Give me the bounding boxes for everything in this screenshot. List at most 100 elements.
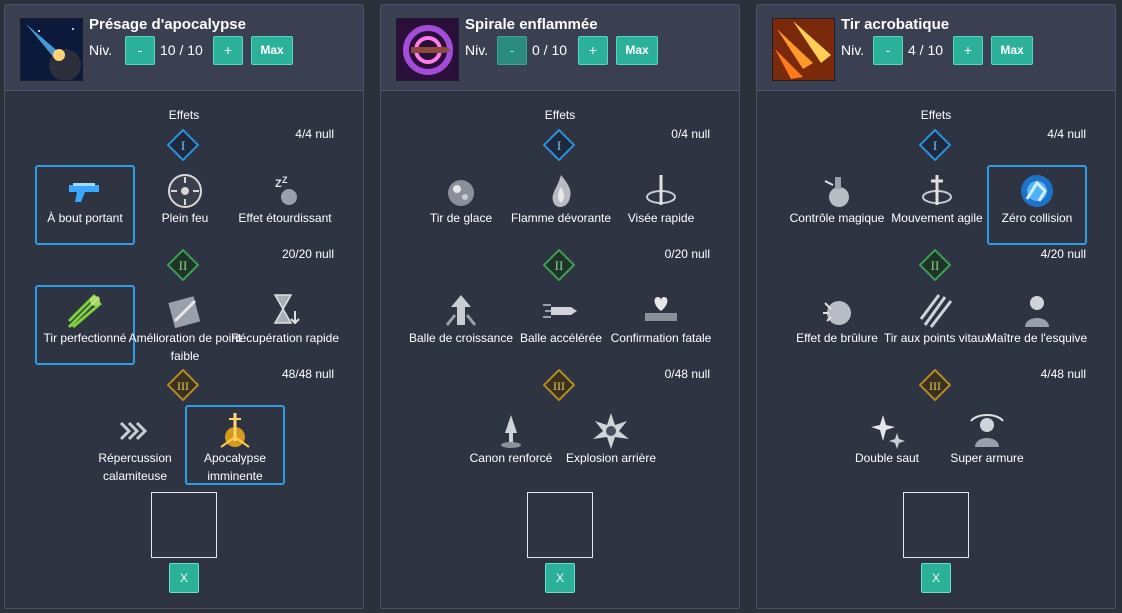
explosion-icon (593, 413, 629, 449)
svg-text:I: I (557, 138, 561, 153)
tripod-label: Visée rapide (627, 211, 695, 225)
rune-slot[interactable] (527, 492, 593, 558)
tripod-flamme-devorante[interactable]: Flamme dévorante (511, 165, 611, 245)
tripod-maitre-de-l-esquive[interactable]: Maître de l'esquive (987, 285, 1087, 365)
tier-2-badge-icon: II (919, 249, 951, 281)
level-max-button[interactable]: Max (251, 36, 293, 65)
fast-bullet-icon (543, 304, 577, 318)
tripod-effet-de-brulure[interactable]: Effet de brûlure (787, 285, 887, 365)
tripod-label: Plein feu (161, 211, 209, 225)
level-label: Niv. (89, 42, 113, 58)
tripod-label: Zéro collision (1001, 211, 1073, 225)
level-increase-button[interactable]: + (213, 36, 243, 65)
tier-1-count: 4/4 null (1047, 127, 1086, 141)
tripod-tir-aux-points-vitaux[interactable]: Tir aux points vitaux (884, 285, 990, 365)
tripod-label: Confirmation fatale (610, 331, 712, 345)
level-increase-button[interactable]: + (578, 36, 608, 65)
tripod-label: Récupération rapide (230, 331, 340, 345)
skill-header: Spirale enflammée Niv. - 0 / 10 + Max (381, 5, 739, 91)
tier-2-count: 0/20 null (664, 247, 710, 261)
reinforced-cannon-icon (501, 415, 521, 448)
tripod-recuperation-rapide[interactable]: Récupération rapide (231, 285, 339, 365)
level-decrease-button[interactable]: - (125, 36, 155, 65)
level-decrease-button[interactable]: - (873, 36, 903, 65)
tripod-apocalypse-imminente[interactable]: Apocalypse imminente (185, 405, 285, 485)
tripod-balle-acceleree[interactable]: Balle accélérée (511, 285, 611, 365)
level-label: Niv. (841, 42, 865, 58)
potion-icon (824, 177, 849, 207)
skill-icon-meteor (20, 18, 83, 81)
tier-2-badge-icon: II (543, 249, 575, 281)
heart-gun-icon (645, 297, 677, 321)
tripod-label: Effet de brûlure (796, 331, 878, 345)
clear-button[interactable]: X (169, 563, 199, 593)
skill-title: Tir acrobatique (841, 16, 950, 33)
tripod-a-bout-portant[interactable]: À bout portant (35, 165, 135, 245)
tripod-label: Double saut (854, 451, 920, 465)
tripod-label: Répercussion calamiteuse (98, 451, 172, 483)
tripod-explosion-arriere[interactable]: Explosion arrière (561, 405, 661, 485)
tripod-super-armure[interactable]: Super armure (937, 405, 1037, 485)
super-armor-icon (970, 414, 1004, 447)
tripod-label: Apocalypse imminente (203, 451, 267, 483)
sparkle-icon (871, 415, 905, 449)
skill-panel-tir-acrobatique: Tir acrobatique Niv. - 4 / 10 + Max Effe… (756, 4, 1116, 609)
skill-icon-fire-shot (772, 18, 835, 81)
tripod-label: Amélioration de point faible (128, 331, 242, 363)
effects-label: Effets (920, 108, 952, 122)
tripod-double-saut[interactable]: Double saut (837, 405, 937, 485)
tier-3-badge-icon: III (167, 369, 199, 401)
stun-icon: Z Z (275, 175, 297, 205)
ice-shot-icon (448, 180, 474, 206)
tripod-amelioration-point-faible[interactable]: Amélioration de point faible (129, 285, 241, 365)
level-decrease-button[interactable]: - (497, 36, 527, 65)
tripod-label: Effet étourdissant (238, 211, 332, 225)
tripod-label: Contrôle magique (789, 211, 885, 225)
skill-header: Tir acrobatique Niv. - 4 / 10 + Max (757, 5, 1115, 91)
tripod-repercussion-calamiteuse[interactable]: Répercussion calamiteuse (85, 405, 185, 485)
level-max-button[interactable]: Max (616, 36, 658, 65)
tripod-visee-rapide[interactable]: Visée rapide (611, 165, 711, 245)
crosshair-icon (168, 174, 202, 208)
skill-title: Spirale enflammée (465, 16, 598, 33)
tripod-tir-perfectionne[interactable]: Tir perfectionné (35, 285, 135, 365)
level-max-button[interactable]: Max (991, 36, 1033, 65)
tier-1-badge-icon: I (919, 129, 951, 161)
clear-button[interactable]: X (921, 563, 951, 593)
level-label: Niv. (465, 42, 489, 58)
tier-1-badge-icon: I (543, 129, 575, 161)
clear-button[interactable]: X (545, 563, 575, 593)
tripod-plein-feu[interactable]: Plein feu (135, 165, 235, 245)
svg-text:Z: Z (282, 175, 288, 185)
tripod-label: Mouvement agile (891, 211, 983, 225)
level-increase-button[interactable]: + (953, 36, 983, 65)
weakpoint-icon (168, 296, 201, 329)
tripod-label: Super armure (950, 451, 1024, 465)
tripod-balle-de-croissance[interactable]: Balle de croissance (409, 285, 513, 365)
tripod-effet-etourdissant[interactable]: Z Z Effet étourdissant (235, 165, 335, 245)
skill-panel-spirale: Spirale enflammée Niv. - 0 / 10 + Max Ef… (380, 4, 740, 609)
rune-slot[interactable] (151, 492, 217, 558)
svg-text:II: II (179, 258, 188, 273)
hourglass-icon (273, 294, 300, 325)
tripod-zero-collision[interactable]: Zéro collision (987, 165, 1087, 245)
svg-text:III: III (177, 379, 189, 393)
tripod-canon-renforce[interactable]: Canon renforcé (461, 405, 561, 485)
tier-1-count: 0/4 null (671, 127, 710, 141)
green-arrows-icon (67, 293, 102, 329)
tripod-label: Tir de glace (429, 211, 493, 225)
flame-icon (552, 175, 571, 207)
tripod-label: Flamme dévorante (510, 211, 612, 225)
tripod-confirmation-fatale[interactable]: Confirmation fatale (611, 285, 711, 365)
tripod-label: Canon renforcé (469, 451, 553, 465)
svg-text:I: I (181, 138, 185, 153)
burn-icon (823, 301, 851, 325)
tripod-tir-de-glace[interactable]: Tir de glace (411, 165, 511, 245)
tripod-label: Explosion arrière (565, 451, 657, 465)
rune-slot[interactable] (903, 492, 969, 558)
aim-sword-icon (646, 175, 676, 205)
tier-3-count: 0/48 null (664, 367, 710, 381)
claw-slash-icon (919, 294, 953, 328)
tripod-mouvement-agile[interactable]: Mouvement agile (887, 165, 987, 245)
tripod-controle-magique[interactable]: Contrôle magique (787, 165, 887, 245)
